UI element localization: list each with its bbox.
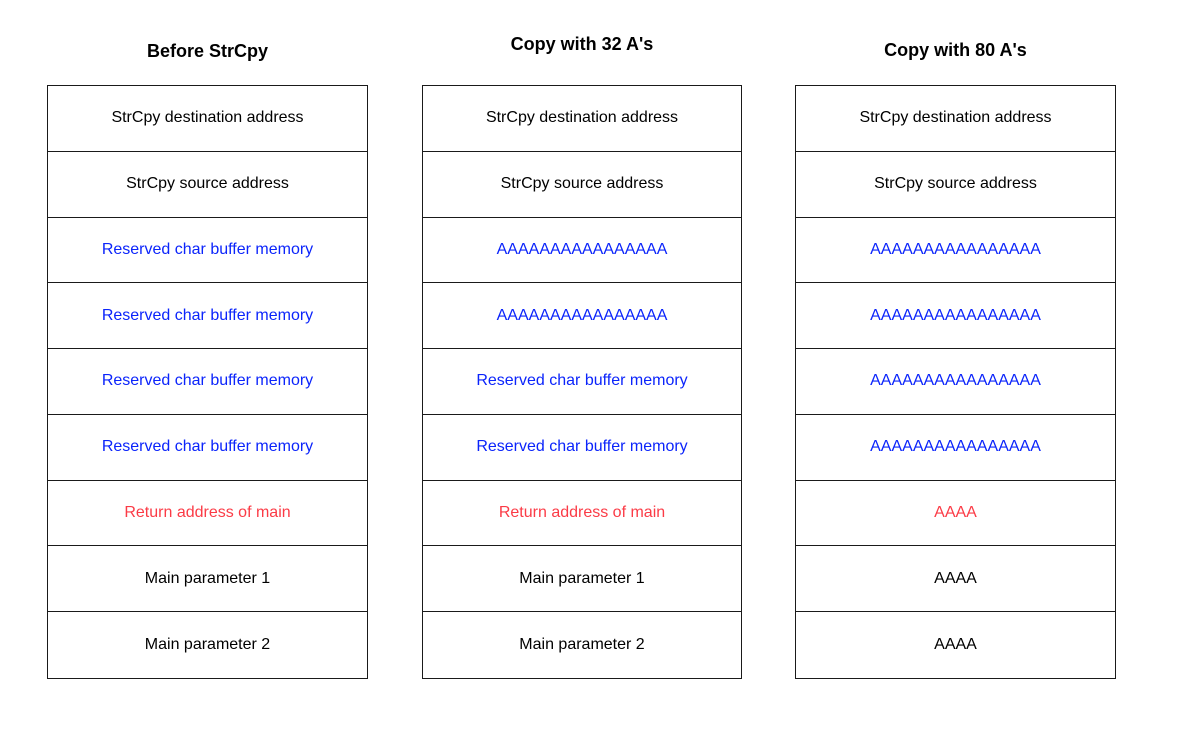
memory-cell: AAAA	[796, 546, 1115, 613]
memory-cell: StrCpy destination address	[48, 86, 367, 152]
memory-cell: AAAAAAAAAAAAAAAA	[796, 415, 1115, 481]
memory-cell: Reserved char buffer memory	[48, 283, 367, 350]
column-title: Before StrCpy	[146, 41, 269, 61]
memory-cell: Main parameter 1	[48, 546, 367, 613]
memory-cell: Reserved char buffer memory	[48, 218, 367, 284]
memory-cell: Main parameter 2	[144, 636, 271, 654]
memory-cell: Return address of main	[423, 481, 741, 547]
memory-cell: AAAAAAAAAAAAAAAA	[796, 218, 1115, 284]
memory-cell: Reserved char buffer memory	[48, 415, 367, 481]
memory-cell: AAAAAAAAAAAAAAAA	[423, 218, 741, 284]
memory-cell: StrCpy source address	[48, 152, 367, 218]
memory-cell: StrCpy source address	[423, 152, 741, 218]
column-title: Copy with 32 A's	[510, 34, 654, 54]
memory-cell: StrCpy destination address	[423, 86, 741, 152]
memory-stack: StrCpy destination address StrCpy source…	[47, 85, 368, 679]
memory-cell: StrCpy destination address	[796, 86, 1115, 152]
memory-stack: StrCpy destination address StrCpy source…	[795, 85, 1116, 679]
memory-cell: AAAAAAAAAAAAAAAA	[796, 349, 1115, 415]
memory-cell: Reserved char buffer memory	[423, 349, 741, 415]
memory-cell: Reserved char buffer memory	[423, 415, 741, 481]
memory-cell: AAAAAAAAAAAAAAAA	[796, 283, 1115, 350]
memory-cell: Main parameter 1	[423, 546, 741, 613]
memory-stack: StrCpy destination address StrCpy source…	[422, 85, 742, 679]
memory-cell: Main parameter 2	[519, 636, 645, 654]
memory-cell: Reserved char buffer memory	[48, 349, 367, 415]
memory-cell: Return address of main	[48, 481, 367, 547]
memory-cell: AAAA	[796, 481, 1115, 547]
memory-cell: StrCpy source address	[796, 152, 1115, 218]
memory-cell: AAAA	[934, 636, 977, 654]
column-title: Copy with 80 A's	[884, 40, 1027, 60]
memory-cell: AAAAAAAAAAAAAAAA	[423, 283, 741, 350]
